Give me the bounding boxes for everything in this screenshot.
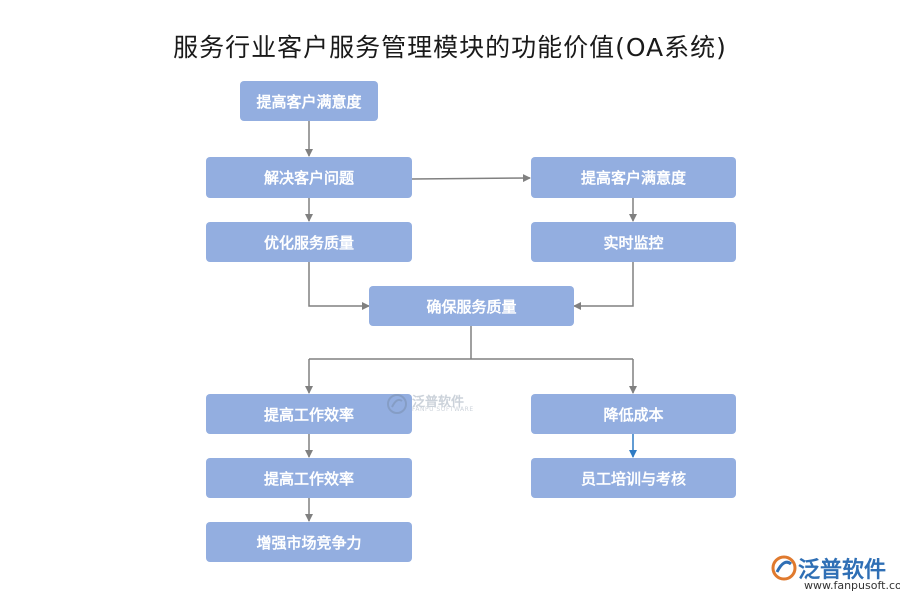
watermark-corner-text: 泛普软件 [798,558,887,583]
node-training: 员工培训与考核 [531,458,736,498]
node-efficiency-1: 提高工作效率 [206,394,412,434]
watermark-center-sub: FANPU SOFTWARE [412,406,474,413]
watermark-corner: 泛普软件 www.fanpusoft.com [770,552,900,598]
watermark-center-text: 泛普软件 [412,395,465,410]
node-efficiency-2: 提高工作效率 [206,458,412,498]
logo-icon [387,394,407,414]
node-top-satisfaction: 提高客户满意度 [240,81,378,121]
edge-optimize-to-ensure [308,262,370,310]
node-reduce-cost: 降低成本 [531,394,736,434]
node-solve-problems: 解决客户问题 [206,157,412,198]
node-realtime-monitor: 实时监控 [531,222,736,262]
node-right-satisfaction: 提高客户满意度 [531,157,736,198]
node-optimize-quality: 优化服务质量 [206,222,412,262]
node-competitiveness: 增强市场竞争力 [206,522,412,562]
diagram-title: 服务行业客户服务管理模块的功能价值(OA系统) [173,33,727,62]
watermark-center: 泛普软件 FANPU SOFTWARE [386,391,496,417]
logo-icon [771,555,797,581]
edge-monitor-to-ensure [573,262,634,310]
watermark-corner-url: www.fanpusoft.com [804,579,900,592]
node-ensure-quality: 确保服务质量 [369,286,574,326]
edge-solve-to-satisfaction [411,174,531,183]
